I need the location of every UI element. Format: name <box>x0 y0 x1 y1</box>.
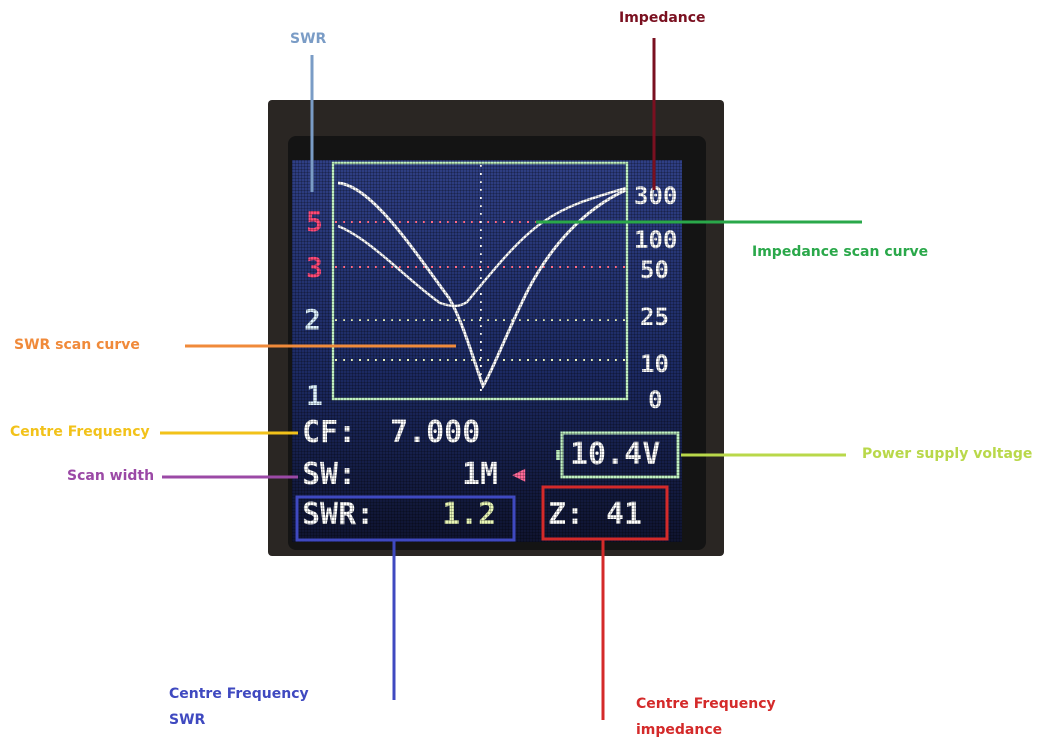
cf-impedance-annotation-line2: impedance <box>636 722 723 738</box>
swr-tick-1: 1 <box>306 379 323 412</box>
swr-tick-2: 2 <box>304 303 321 336</box>
scan-width-annotation: Scan width <box>67 468 155 484</box>
impedance-annotation: Impedance <box>619 10 706 26</box>
swr-scan-curve <box>337 181 627 390</box>
sw-label: SW: <box>302 457 357 492</box>
impedance-tick-10: 10 <box>640 350 669 378</box>
cf-swr-highlight-box <box>295 495 516 542</box>
impedance-tick-0: 0 <box>648 386 663 414</box>
swr-readout-label: SWR: <box>302 497 375 532</box>
voltage-annotation: Power supply voltage <box>862 446 1033 462</box>
scan-plot <box>331 161 680 479</box>
voltage-box <box>560 431 680 479</box>
cf-impedance-annotation-line1: Centre Frequency <box>636 696 776 712</box>
swr-tick-5: 5 <box>306 205 323 238</box>
sw-arrow-icon: ◀ <box>512 462 526 487</box>
cf-impedance-highlight-box <box>541 485 669 541</box>
swr-annotation: SWR <box>290 31 327 47</box>
centre-frequency-annotation: Centre Frequency <box>10 424 150 440</box>
z-readout-value: 41 <box>606 497 643 532</box>
plot-frame <box>331 161 629 401</box>
cf-label: CF: <box>302 415 357 450</box>
battery-tip <box>556 450 560 460</box>
cf-swr-annotation-line1: Centre Frequency <box>169 686 309 702</box>
voltage-value: 10.4V <box>570 437 661 472</box>
z-readout-label: Z: <box>548 497 585 532</box>
impedance-tick-50: 50 <box>640 256 669 284</box>
impedance-tick-25: 25 <box>640 303 669 331</box>
sw-value: 1M <box>462 457 499 492</box>
swr-tick-3: 3 <box>306 251 323 284</box>
impedance-scan-curve <box>337 186 627 308</box>
cf-swr-annotation-line2: SWR <box>169 712 206 728</box>
lcd-screen: 5 3 2 1 300 100 50 25 10 0 CF: 7.000 SW:… <box>292 160 682 542</box>
swr-readout-value: 1.2 <box>442 497 497 532</box>
swr-curve-annotation: SWR scan curve <box>14 337 140 353</box>
impedance-tick-300: 300 <box>634 182 678 210</box>
cf-value: 7.000 <box>390 415 481 450</box>
impedance-curve-annotation: Impedance scan curve <box>752 244 929 260</box>
impedance-tick-100: 100 <box>634 226 678 254</box>
